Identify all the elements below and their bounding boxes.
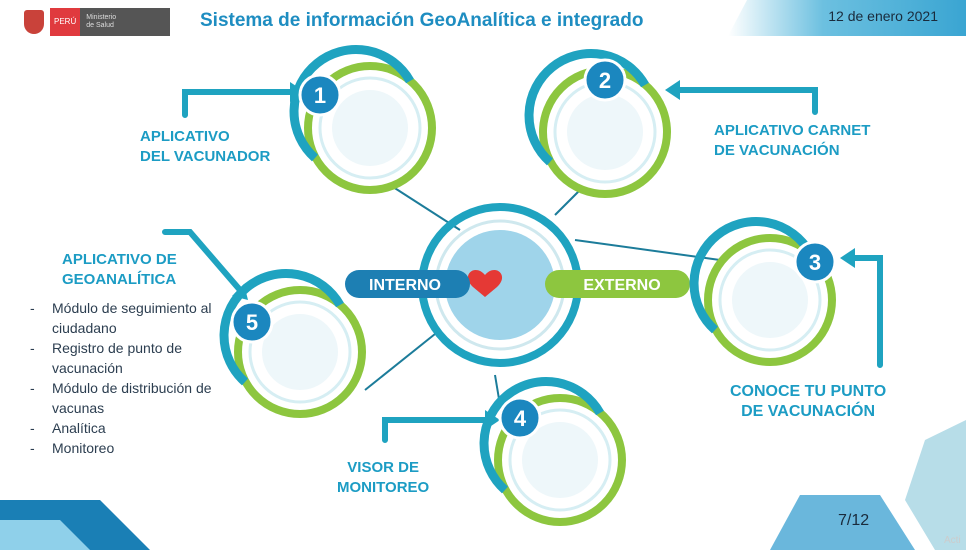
node-ring-teal bbox=[689, 217, 814, 334]
node-ring-green bbox=[704, 234, 836, 366]
node-3: 3 bbox=[689, 217, 837, 366]
page-number: 7/12 bbox=[838, 512, 870, 529]
node-ring-green bbox=[494, 394, 626, 526]
list-item: Módulo de seguimiento al ciudadano bbox=[30, 298, 240, 338]
arrows bbox=[162, 87, 883, 443]
interno-label: INTERNO bbox=[369, 277, 441, 294]
list-item: Registro de punto de vacunación bbox=[30, 338, 240, 378]
coat-of-arms-icon bbox=[24, 10, 44, 34]
node-4: 4 bbox=[479, 377, 626, 526]
node-illustration bbox=[522, 422, 598, 498]
list-item: Monitoreo bbox=[30, 438, 240, 458]
node-number-badge bbox=[298, 73, 342, 117]
corner-decor bbox=[0, 520, 90, 550]
watermark: Acti bbox=[944, 535, 961, 546]
center-illustration bbox=[445, 230, 555, 340]
date-banner bbox=[728, 0, 966, 36]
node-number: 2 bbox=[599, 68, 611, 93]
slide-date: 12 de enero 2021 bbox=[828, 8, 938, 24]
corner-decor bbox=[905, 420, 966, 550]
node-ring-teal bbox=[524, 49, 649, 166]
node-number-badge bbox=[498, 396, 542, 440]
node-1: 1 bbox=[289, 45, 436, 194]
node-ring-teal bbox=[289, 45, 414, 162]
node-2: 2 bbox=[524, 49, 671, 198]
node-illustration bbox=[262, 314, 338, 390]
geoanalitica-module-list: Módulo de seguimiento al ciudadano Regis… bbox=[30, 298, 240, 458]
node-ring-teal bbox=[479, 377, 604, 494]
interno-pill bbox=[345, 270, 470, 298]
node-number-badge bbox=[583, 58, 627, 102]
node-number-badge bbox=[793, 240, 837, 284]
node-number: 1 bbox=[314, 83, 326, 108]
logo-country: PERÚ bbox=[50, 8, 81, 36]
externo-pill bbox=[545, 270, 690, 298]
list-item: Módulo de distribución de vacunas bbox=[30, 378, 240, 418]
node-number: 3 bbox=[809, 250, 821, 275]
heart-icon bbox=[467, 270, 503, 297]
node-illustration bbox=[732, 262, 808, 338]
node-number: 5 bbox=[246, 310, 258, 335]
node-illustration bbox=[567, 94, 643, 170]
slide-title: Sistema de información GeoAnalítica e in… bbox=[200, 10, 644, 31]
list-item: Analítica bbox=[30, 418, 240, 438]
pager-shape bbox=[770, 495, 915, 550]
externo-label: EXTERNO bbox=[583, 277, 660, 294]
node-number: 4 bbox=[514, 406, 527, 431]
node-5: 5 bbox=[219, 269, 366, 418]
node-illustration bbox=[332, 90, 408, 166]
node-ring-green bbox=[304, 62, 436, 194]
